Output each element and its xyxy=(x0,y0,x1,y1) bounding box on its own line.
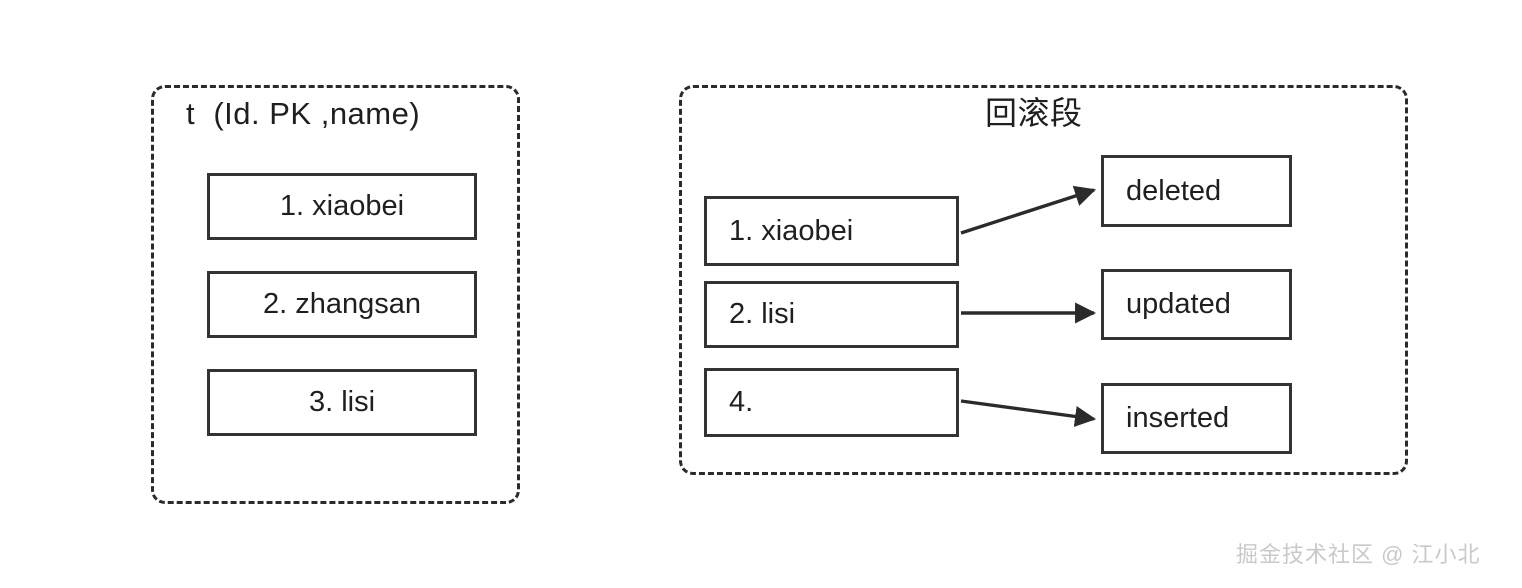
rollback-source-row: 4. xyxy=(704,368,959,437)
table-panel xyxy=(151,85,520,504)
rollback-segment-title: 回滚段 xyxy=(985,95,1083,131)
table-row: 3. lisi xyxy=(207,369,477,436)
rollback-target-row: inserted xyxy=(1101,383,1292,454)
table-row: 2. zhangsan xyxy=(207,271,477,338)
table-panel-title: t (Id. PK ,name) xyxy=(186,96,421,131)
table-row: 1. xiaobei xyxy=(207,173,477,240)
rollback-target-row: deleted xyxy=(1101,155,1292,227)
rollback-segment-panel xyxy=(679,85,1408,475)
rollback-target-row: updated xyxy=(1101,269,1292,340)
watermark: 掘金技术社区 @ 江小北 xyxy=(1236,542,1481,567)
rollback-source-row: 1. xiaobei xyxy=(704,196,959,266)
rollback-source-row: 2. lisi xyxy=(704,281,959,348)
